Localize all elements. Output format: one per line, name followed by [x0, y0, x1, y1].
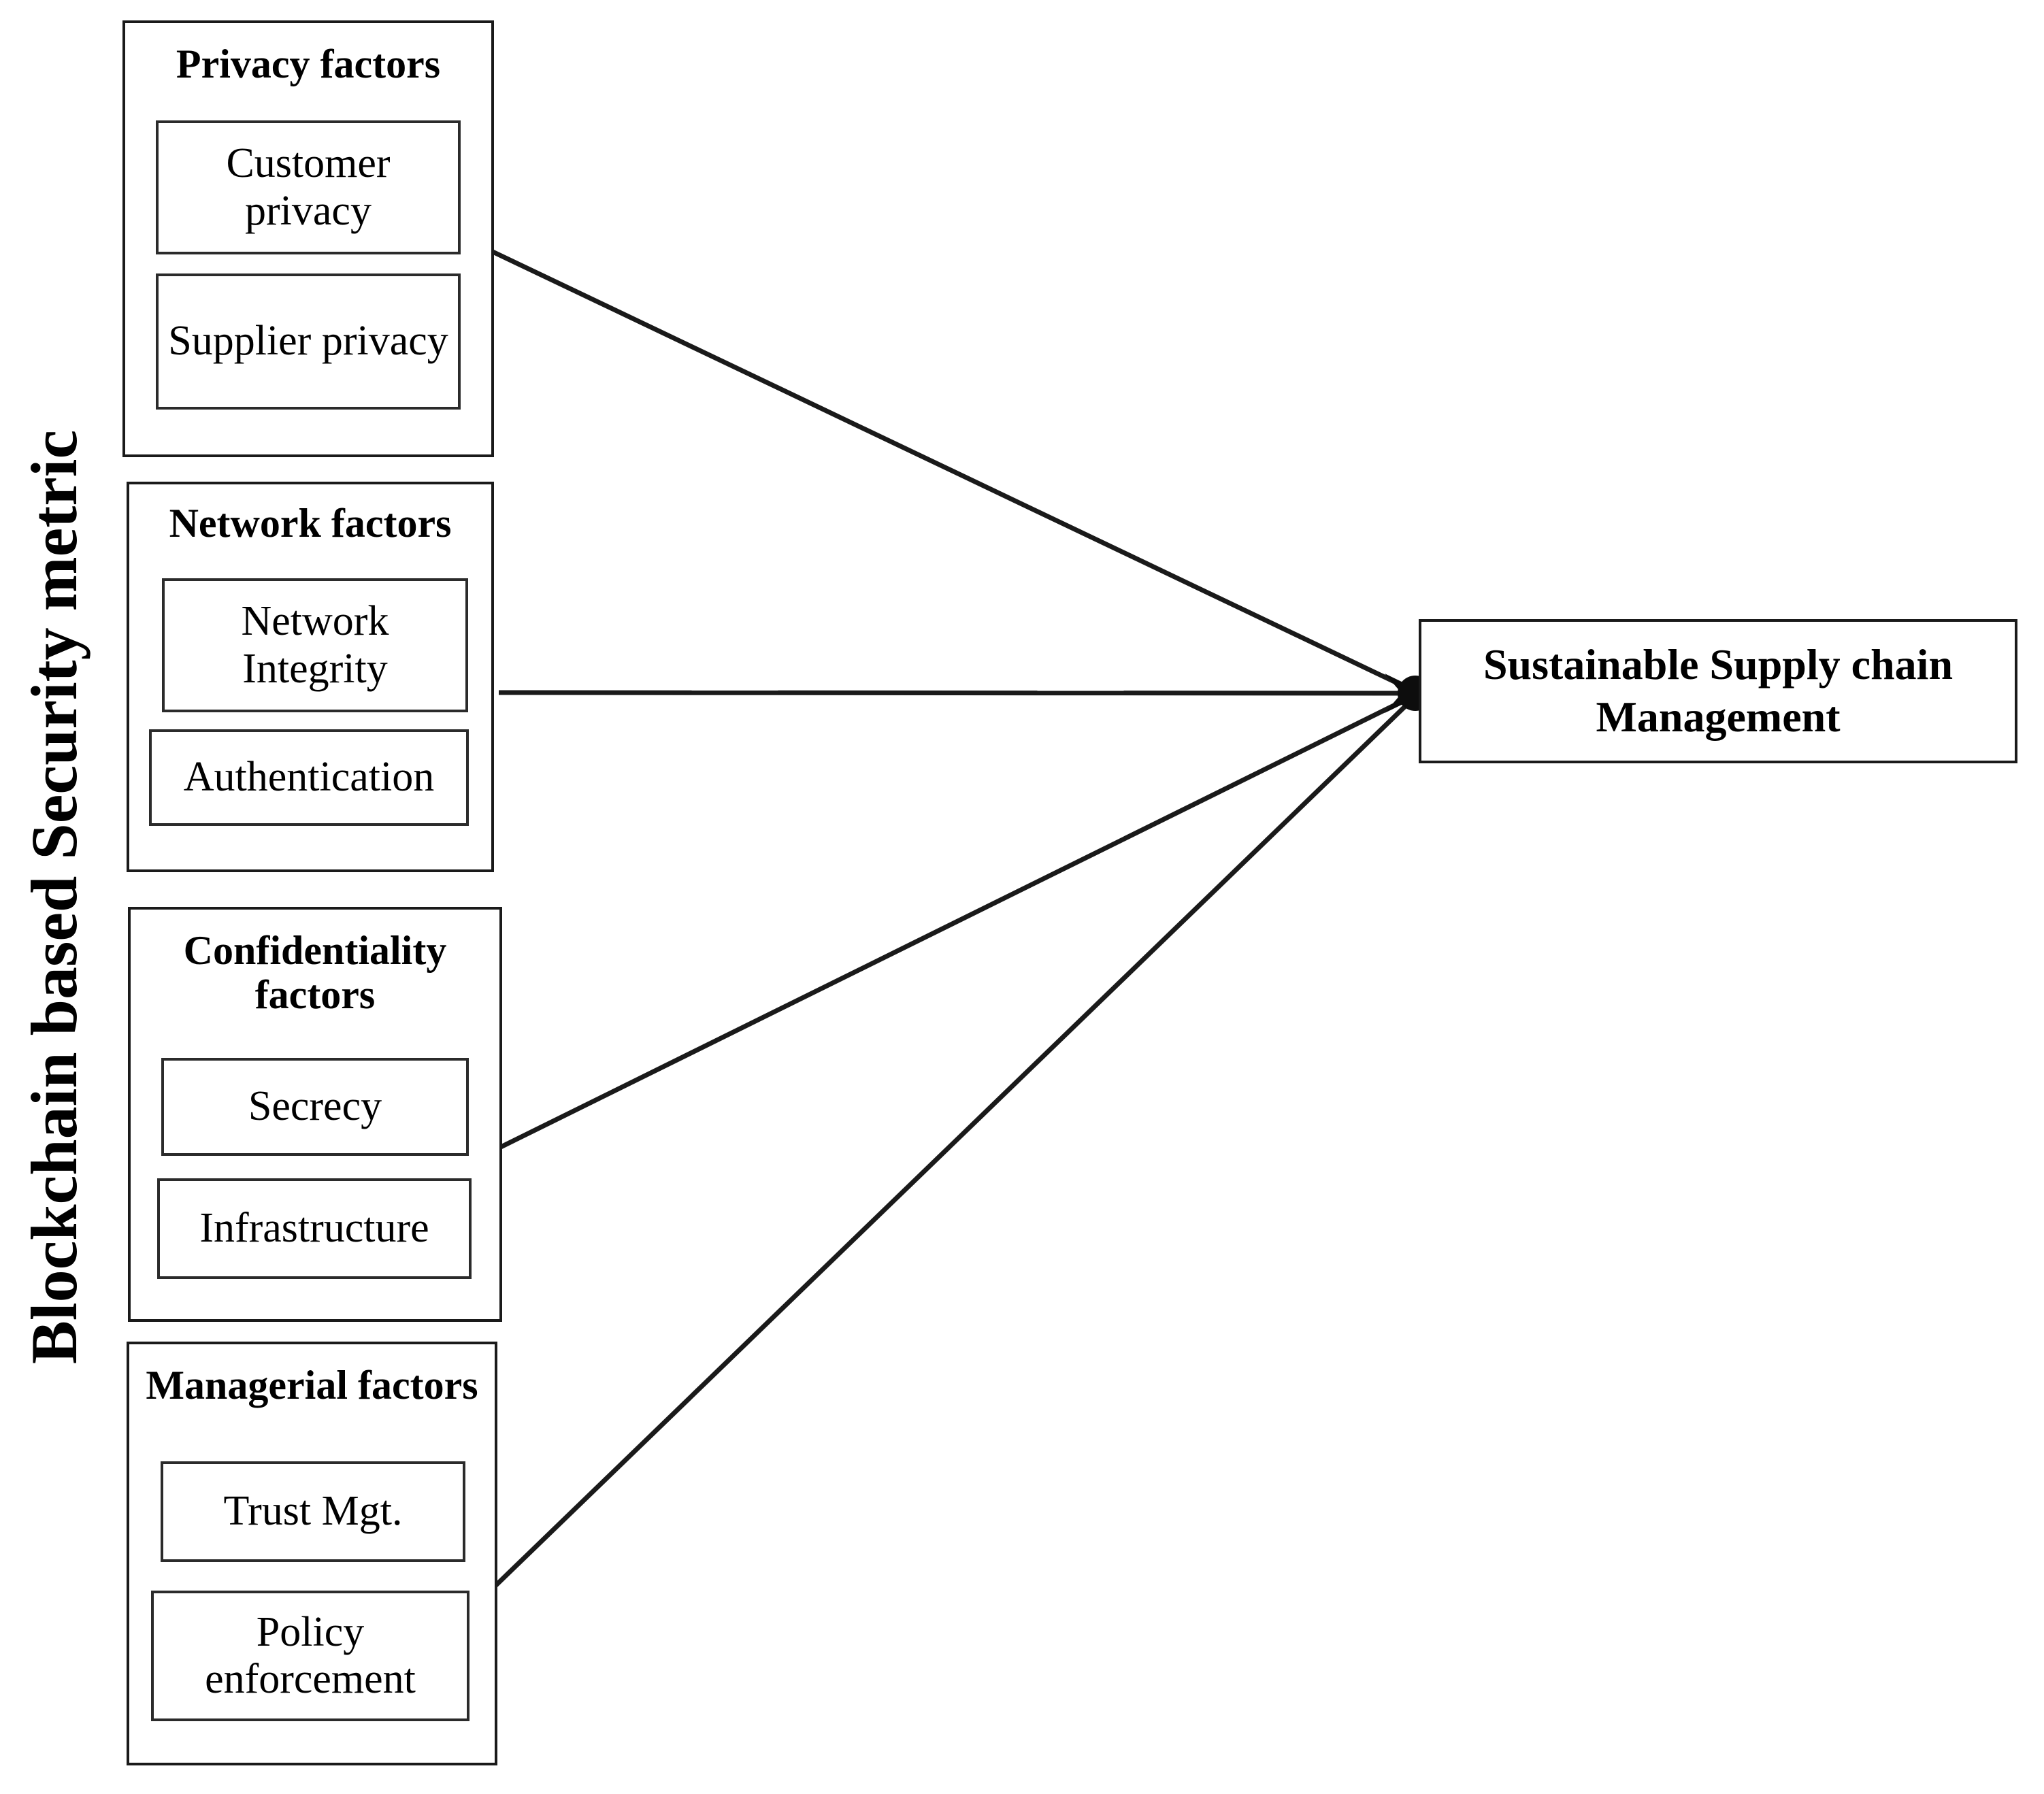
connector-privacy-to-target	[491, 249, 1420, 696]
leaf-label-customer-privacy: Customer privacy	[226, 140, 391, 234]
group-title-network: Network factors	[169, 501, 452, 546]
leaf-box-policy-enforcement[interactable]: Policy enforcement	[151, 1591, 469, 1721]
connector-confidentiality-to-target	[499, 691, 1420, 1150]
leaf-box-authentication[interactable]: Authentication	[149, 729, 469, 826]
group-title-confidentiality: Confidentiality factors	[183, 928, 447, 1017]
group-box-network[interactable]: Network factors Network Integrity Authen…	[127, 482, 494, 872]
leaf-box-infrastructure[interactable]: Infrastructure	[157, 1178, 472, 1279]
group-title-managerial: Managerial factors	[146, 1363, 478, 1408]
leaf-label-trust-mgt: Trust Mgt.	[223, 1488, 403, 1535]
group-title-privacy: Privacy factors	[176, 41, 441, 86]
leaf-box-network-integrity[interactable]: Network Integrity	[162, 578, 468, 712]
axis-label-text: Blockchain based Security metric	[18, 429, 90, 1365]
leaf-label-authentication: Authentication	[183, 754, 435, 801]
leaf-label-network-integrity: Network Integrity	[241, 598, 389, 692]
leaf-label-infrastructure: Infrastructure	[199, 1205, 429, 1252]
leaf-label-policy-enforcement: Policy enforcement	[205, 1608, 416, 1702]
leaf-box-customer-privacy[interactable]: Customer privacy	[156, 120, 461, 254]
group-box-privacy[interactable]: Privacy factors Customer privacy Supplie…	[122, 20, 494, 457]
leaf-box-supplier-privacy[interactable]: Supplier privacy	[156, 273, 461, 410]
group-box-confidentiality[interactable]: Confidentiality factors Secrecy Infrastr…	[128, 907, 502, 1322]
leaf-box-trust-mgt[interactable]: Trust Mgt.	[161, 1461, 465, 1562]
vertical-axis-label: Blockchain based Security metric	[0, 0, 109, 1794]
leaf-label-secrecy: Secrecy	[248, 1083, 382, 1130]
leaf-box-secrecy[interactable]: Secrecy	[161, 1058, 469, 1156]
group-box-managerial[interactable]: Managerial factors Trust Mgt. Policy enf…	[127, 1342, 497, 1765]
target-box-sustainable-supply-chain-management[interactable]: Sustainable Supply chain Management	[1419, 619, 2017, 763]
leaf-label-supplier-privacy: Supplier privacy	[168, 318, 448, 365]
connector-managerial-to-target	[493, 691, 1421, 1588]
target-label: Sustainable Supply chain Management	[1483, 640, 1954, 741]
